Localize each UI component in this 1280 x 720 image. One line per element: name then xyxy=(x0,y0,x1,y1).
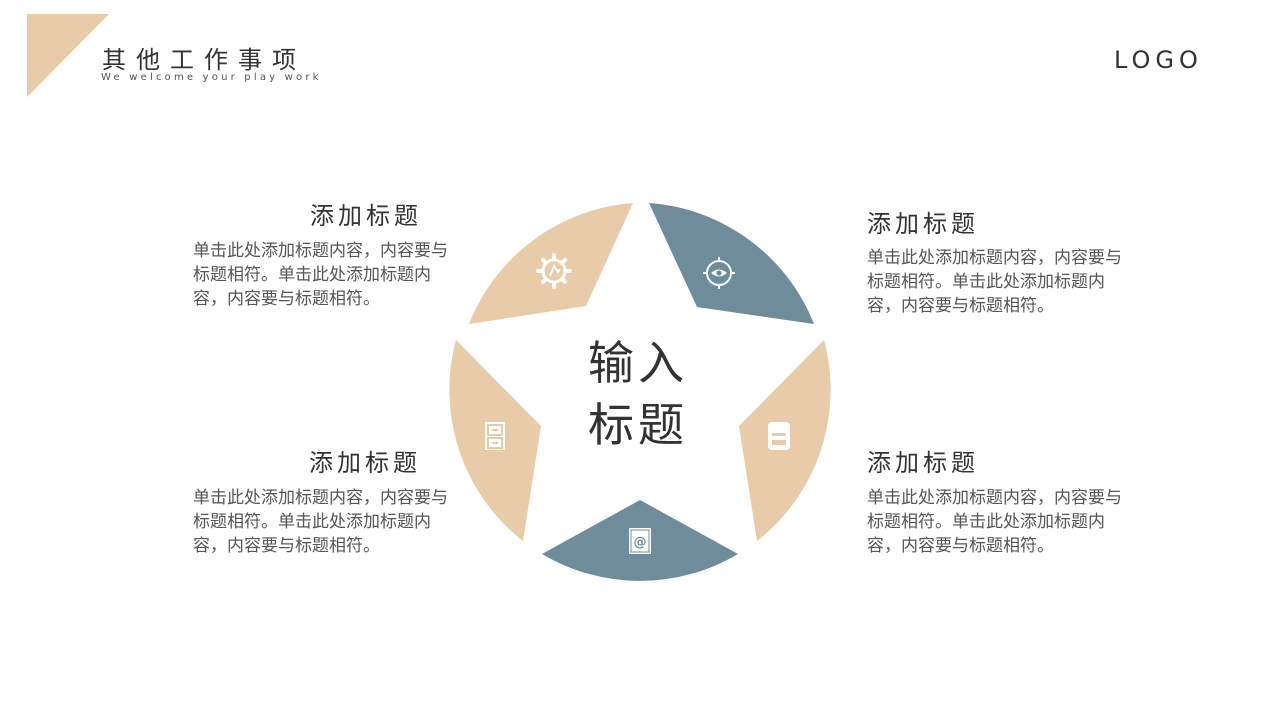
block-text-top-left: 单击此处添加标题内容，内容要与标题相符。单击此处添加标题内容，内容要与标题相符。 xyxy=(193,241,448,309)
block-text-top-right: 单击此处添加标题内容，内容要与标题相符。单击此处添加标题内容，内容要与标题相符。 xyxy=(867,248,1122,316)
block-title-bottom-left: 添加标题 xyxy=(309,449,421,477)
center-title: 输入 标题 xyxy=(570,332,706,456)
page-title: 其他工作事项 xyxy=(102,46,306,74)
segment-top-right xyxy=(649,203,814,324)
block-title-bottom-right: 添加标题 xyxy=(867,449,979,477)
eye-target-icon xyxy=(703,257,735,289)
block-title-top-right: 添加标题 xyxy=(867,210,979,238)
center-title-line1: 输入 xyxy=(588,336,688,390)
logo: LOGO xyxy=(1114,46,1203,74)
gear-hand-icon xyxy=(536,253,572,289)
svg-text:@: @ xyxy=(634,535,647,550)
segment-top-left xyxy=(469,203,633,324)
center-title-line2: 标题 xyxy=(588,398,688,452)
page-subtitle: We welcome your play work xyxy=(101,72,322,83)
filing-cabinet-icon xyxy=(485,422,505,450)
block-text-bottom-right: 单击此处添加标题内容，内容要与标题相符。单击此处添加标题内容，内容要与标题相符。 xyxy=(867,488,1122,556)
corner-triangle-decoration xyxy=(27,14,109,97)
at-book-icon: @ xyxy=(629,528,651,554)
block-text-bottom-left: 单击此处添加标题内容，内容要与标题相符。单击此处添加标题内容，内容要与标题相符。 xyxy=(193,488,448,556)
printer-icon xyxy=(768,422,790,450)
block-title-top-left: 添加标题 xyxy=(310,202,422,230)
